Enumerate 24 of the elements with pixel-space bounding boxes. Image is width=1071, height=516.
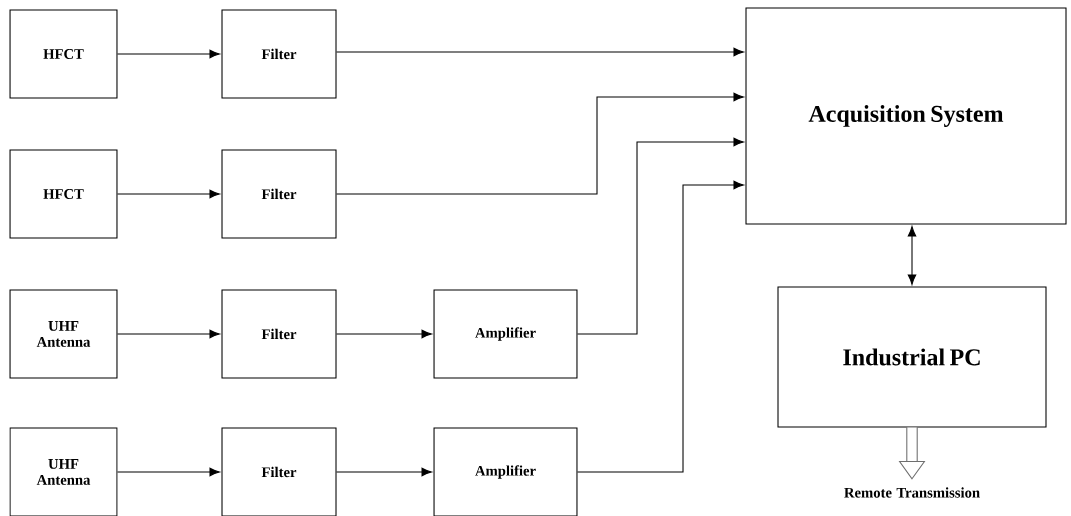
text-label: Remote Transmission [844, 487, 980, 498]
process-box: Acquisition System [745, 7, 1067, 225]
arrow [336, 47, 744, 57]
arrow [116, 329, 220, 339]
process-box: HFCT [9, 9, 118, 99]
process-box: Filter [221, 9, 337, 99]
process-box: UHF Antenna [9, 427, 118, 516]
arrow [907, 226, 917, 285]
arrow [336, 92, 744, 195]
arrow [576, 137, 744, 335]
arrow [336, 467, 432, 477]
process-box: HFCT [9, 149, 118, 239]
process-box: Filter [221, 289, 337, 379]
process-box: Filter [221, 427, 337, 516]
arrow [116, 467, 220, 477]
arrow [116, 49, 220, 59]
process-box: Industrial PC [777, 286, 1047, 428]
process-box: Amplifier [433, 289, 578, 379]
process-box: UHF Antenna [9, 289, 118, 379]
arrow [336, 329, 432, 339]
process-box: Filter [221, 149, 337, 239]
arrow [116, 189, 220, 199]
process-box: Amplifier [433, 427, 578, 516]
arrow [576, 180, 744, 473]
